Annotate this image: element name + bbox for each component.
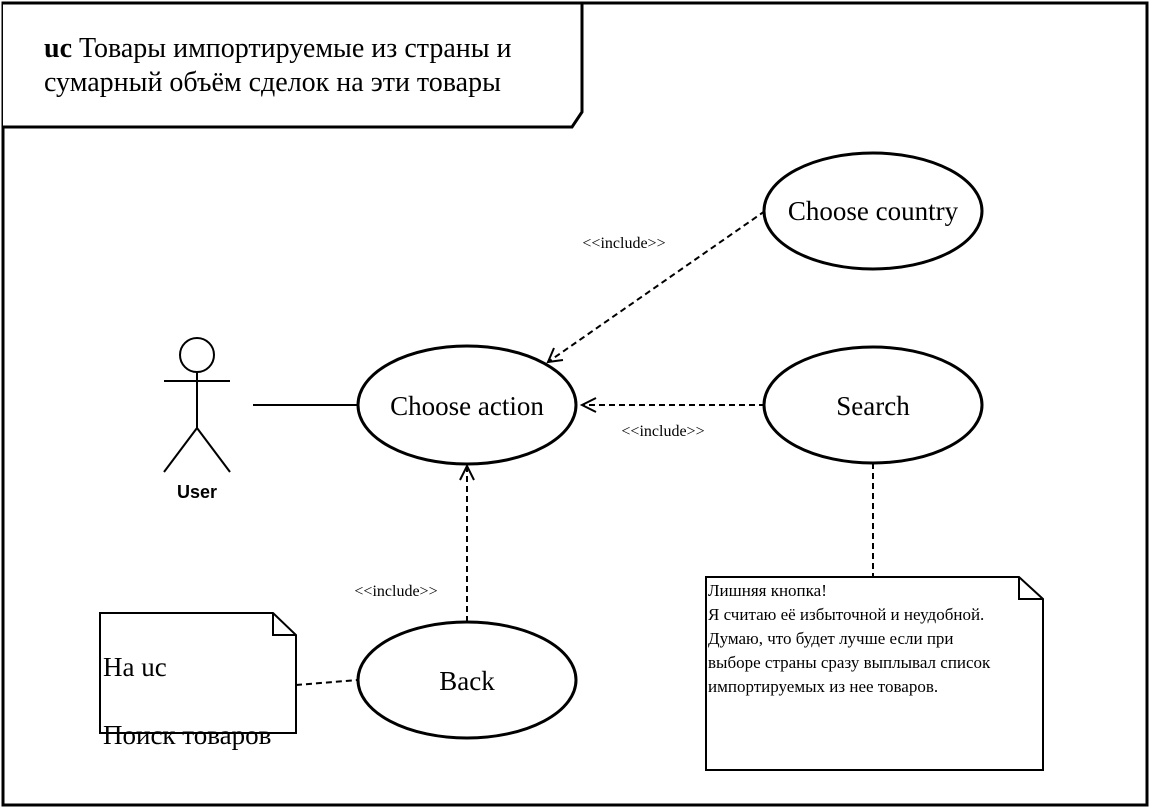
use-case-back-label: Back [439,666,495,696]
include-country-label: <<include>> [582,235,665,252]
use-case-choose-country-label: Choose country [788,196,959,226]
frame-keyword: uc [44,33,72,64]
note-back-line-2: Поиск товаров [103,720,272,750]
include-search-arrowhead [579,397,597,413]
include-country-line [547,210,766,363]
note-search-line-1: Лишняя кнопка! [708,581,827,600]
note-search-fold [1018,577,1043,600]
use-case-choose-action-label: Choose action [390,391,544,421]
note-back-text: На uc Поиск товаров [103,616,303,786]
include-search-label: <<include>> [621,423,704,440]
frame-title-line-2: сумарный объём сделок на эти товары [44,67,501,98]
note-search [705,576,1044,771]
frame-title: uc Товары импортируемые из страны и сума… [44,32,564,100]
actor-right-leg [196,427,231,473]
frame-title-text-1: Товары импортируемые из страны и [79,33,512,64]
use-case-choose-action[interactable] [356,344,578,466]
actor-left-leg [163,427,198,473]
user-actor[interactable] [163,337,231,473]
frame-title-line-1: uc Товары импортируемые из страны и [44,32,564,66]
include-country-arrowhead [546,347,564,364]
note-back-fold [272,613,296,636]
use-case-choose-country[interactable] [762,151,984,271]
use-case-search-label: Search [836,391,910,421]
note-search-line-2: Я считаю её избыточной и неудобной. [708,605,985,624]
note-back-line-1: На uc [103,652,167,682]
note-search-line-4: выборе страны сразу выплывал список [708,653,991,672]
note-search-line-3: Думаю, что будет лучше если при [708,629,954,648]
note-back-anchor [295,679,359,686]
include-back-arrowhead [459,463,475,481]
frame-title-tab [3,1,584,129]
include-back-label: <<include>> [354,583,437,600]
actor-label: User [177,482,217,502]
note-search-text: Лишняя кнопка! Я считаю её избыточной и … [708,579,1048,699]
note-search-line-5: импортируемых из нее товаров. [708,677,939,696]
